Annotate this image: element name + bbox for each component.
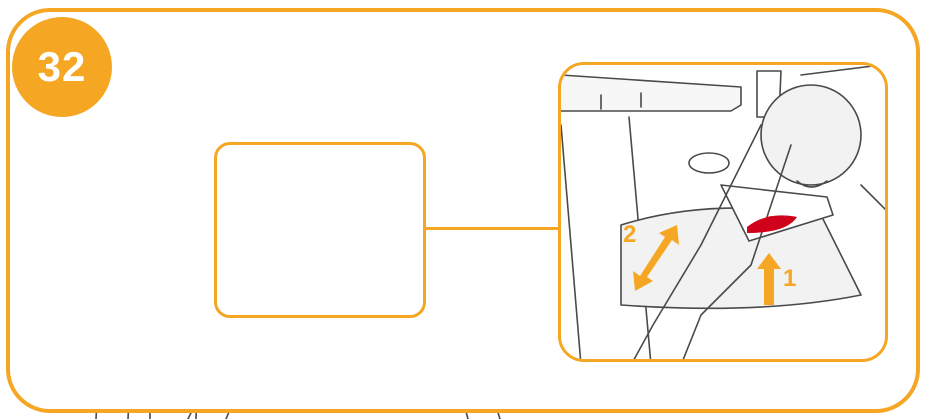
zoom-connector [426,227,558,230]
adjust-step-label: 2 [623,221,636,249]
step-number-badge: 32 [12,17,112,117]
detail-illustration [561,65,888,362]
zoom-highlight [214,142,426,318]
detail-knob [761,85,861,185]
release-step-label: 1 [783,265,796,293]
double-arrow-icon [633,225,681,291]
step-number: 32 [38,43,87,91]
arrow-up-icon [757,253,781,305]
detail-inset: 1 2 [558,62,888,362]
